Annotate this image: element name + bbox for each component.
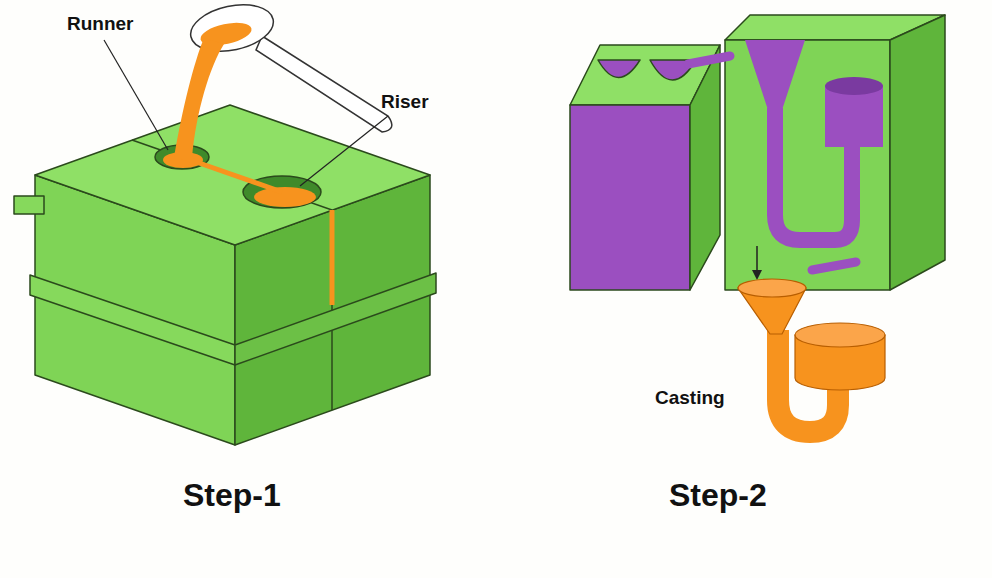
riser-cavity bbox=[825, 77, 883, 95]
parting-line bbox=[132, 140, 332, 210]
funnel-cavity bbox=[745, 40, 805, 110]
flask-band bbox=[235, 273, 436, 365]
leader-line bbox=[104, 40, 168, 150]
leader-line bbox=[300, 116, 388, 186]
dowel-pin bbox=[812, 262, 856, 270]
mold-half-side bbox=[690, 45, 720, 290]
part-label: Riser bbox=[381, 92, 429, 113]
mold-top-face bbox=[35, 105, 430, 245]
ladle-handle bbox=[256, 36, 392, 132]
flask-band bbox=[30, 275, 235, 365]
casting-riser-top bbox=[795, 323, 885, 347]
removal-arrow bbox=[756, 246, 758, 278]
step-caption: Step-1 bbox=[183, 478, 281, 513]
mold-half-face bbox=[570, 105, 690, 290]
step-caption: Step-2 bbox=[669, 478, 767, 513]
casting-funnel-top bbox=[738, 279, 806, 297]
cavity-notch bbox=[598, 60, 640, 78]
mold-half-face bbox=[725, 40, 890, 290]
metal-channel bbox=[182, 157, 282, 192]
dowel-pin bbox=[688, 56, 730, 64]
part-label: Casting bbox=[655, 388, 725, 409]
part-label: Runner bbox=[67, 14, 134, 35]
pour-stream bbox=[174, 38, 224, 158]
metal-channel bbox=[330, 210, 335, 305]
molten-metal bbox=[254, 187, 316, 207]
mold-half-side bbox=[890, 15, 945, 290]
flask-tab bbox=[14, 196, 44, 214]
